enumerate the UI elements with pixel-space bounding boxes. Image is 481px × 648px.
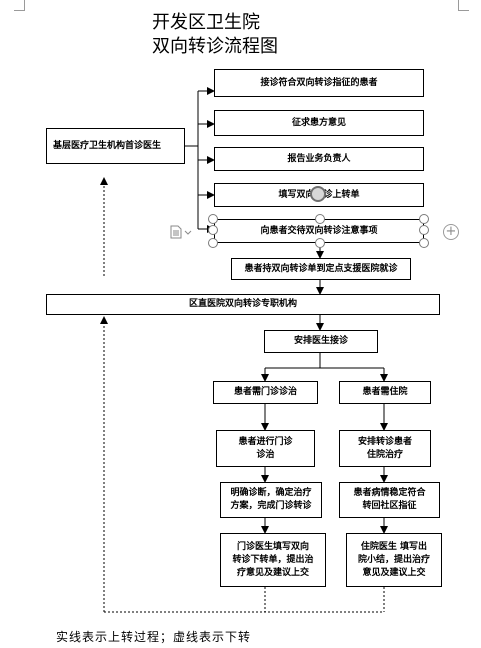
box-discharge-summary: 住院医生 填写出 院小结，提出治疗 意见及建议上交: [346, 533, 442, 587]
rotate-handle-icon[interactable]: [310, 186, 326, 202]
box-need-outpatient: 患者需门诊诊治: [213, 381, 318, 404]
diagram-title-line2: 双向转诊流程图: [152, 36, 278, 57]
page-corner-top-right: [458, 0, 469, 11]
box-outpatient-referral-form: 门诊医生填写双向 转诊下转单，提出治 疗意见及建议上交: [220, 533, 326, 587]
selection-handle-mr[interactable]: [419, 225, 429, 235]
box-primary-doctor: 基层医疗卫生机构首诊医生: [46, 128, 185, 164]
box-go-to-hospital: 患者持双向转诊单到定点支援医院就诊: [231, 258, 411, 280]
box-condition-stable: 患者病情稳定符合 转回社区指征: [339, 482, 440, 518]
page-corner-top-left: [14, 0, 25, 11]
selection-handle-tc[interactable]: [315, 214, 325, 224]
document-icon[interactable]: [170, 225, 194, 239]
selection-handle-tr[interactable]: [419, 214, 429, 224]
box-confirm-diagnosis: 明确诊断，确定治疗 方案，完成门诊转诊: [220, 482, 322, 518]
diagram-title-line1: 开发区卫生院: [152, 12, 260, 33]
box-seek-consent: 征求患方意见: [214, 110, 424, 136]
box-receive-patient: 接诊符合双向转诊指征的患者: [214, 69, 424, 97]
selection-handle-tl[interactable]: [208, 214, 218, 224]
selection-handle-bl[interactable]: [208, 238, 218, 248]
box-inpatient-treatment: 安排转诊患者 住院治疗: [339, 430, 431, 467]
selection-handle-ml[interactable]: [208, 225, 218, 235]
box-report-leader: 报告业务负责人: [214, 147, 424, 171]
box-district-organization: 区直医院双向转诊专职机构: [46, 294, 440, 315]
box-need-inpatient: 患者需住院: [339, 381, 431, 404]
legend-caption: 实线表示上转过程；虚线表示下转: [56, 630, 252, 644]
selection-handle-bc[interactable]: [315, 238, 325, 248]
box-arrange-doctor: 安排医生接诊: [264, 330, 378, 353]
box-outpatient-treatment: 患者进行门诊 诊治: [216, 430, 315, 467]
selection-handle-br[interactable]: [419, 238, 429, 248]
plus-icon[interactable]: +: [443, 224, 459, 240]
